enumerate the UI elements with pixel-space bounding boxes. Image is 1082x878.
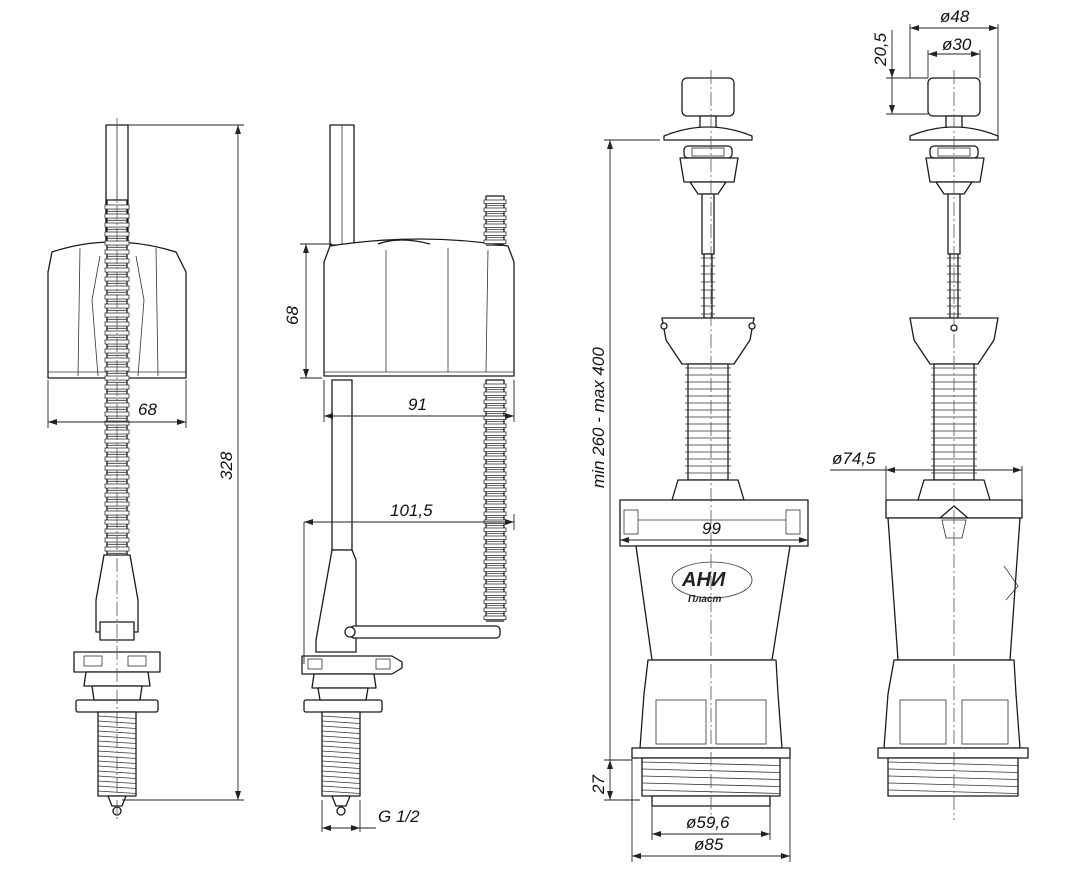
dim-height-range: min 260 - max 400 — [589, 347, 608, 488]
dim-thread-diameter: ø59,6 — [686, 813, 730, 832]
dim-flange-diameter: ø85 — [694, 835, 724, 854]
dim-cap-height: 20,5 — [871, 32, 890, 67]
overflow-cap — [661, 317, 755, 365]
float-lever — [349, 625, 501, 639]
logo-oval — [671, 561, 753, 599]
drain-valve-front-view: АНИ Пласт min 260 - max 400 27 99 ø59,6 — [589, 70, 809, 862]
dim-side-float-width: 91 — [408, 395, 427, 414]
dim-total-height: 328 — [217, 451, 236, 480]
float-side-body — [323, 238, 515, 377]
push-button — [681, 77, 735, 117]
fill-valve-side-view: 68 91 101,5 G 1/2 — [283, 124, 515, 832]
logo-brand: АНИ — [681, 569, 726, 591]
logo-sub: Пласт — [688, 594, 722, 605]
button-plate — [663, 126, 753, 141]
dim-cap-outer: ø48 — [940, 7, 970, 26]
side-cage — [883, 659, 1021, 749]
dim-body-diameter: ø74,5 — [832, 449, 876, 468]
dim-float-height: 68 — [283, 306, 302, 325]
fill-valve-front-view: 68 328 — [47, 118, 244, 820]
side-head — [301, 655, 403, 675]
dim-cap-inner: ø30 — [942, 35, 972, 54]
dim-float-width: 68 — [138, 400, 157, 419]
drain-body-top — [619, 499, 809, 547]
dim-thread: G 1/2 — [378, 807, 420, 826]
dim-bottom-height: 27 — [589, 775, 608, 795]
drain-valve-side-view: ø48 ø30 20,5 ø74,5 — [830, 7, 1029, 820]
dim-arm-reach: 101,5 — [390, 501, 433, 520]
dim-body-width: 99 — [702, 519, 721, 538]
bellows-tube — [687, 363, 729, 481]
